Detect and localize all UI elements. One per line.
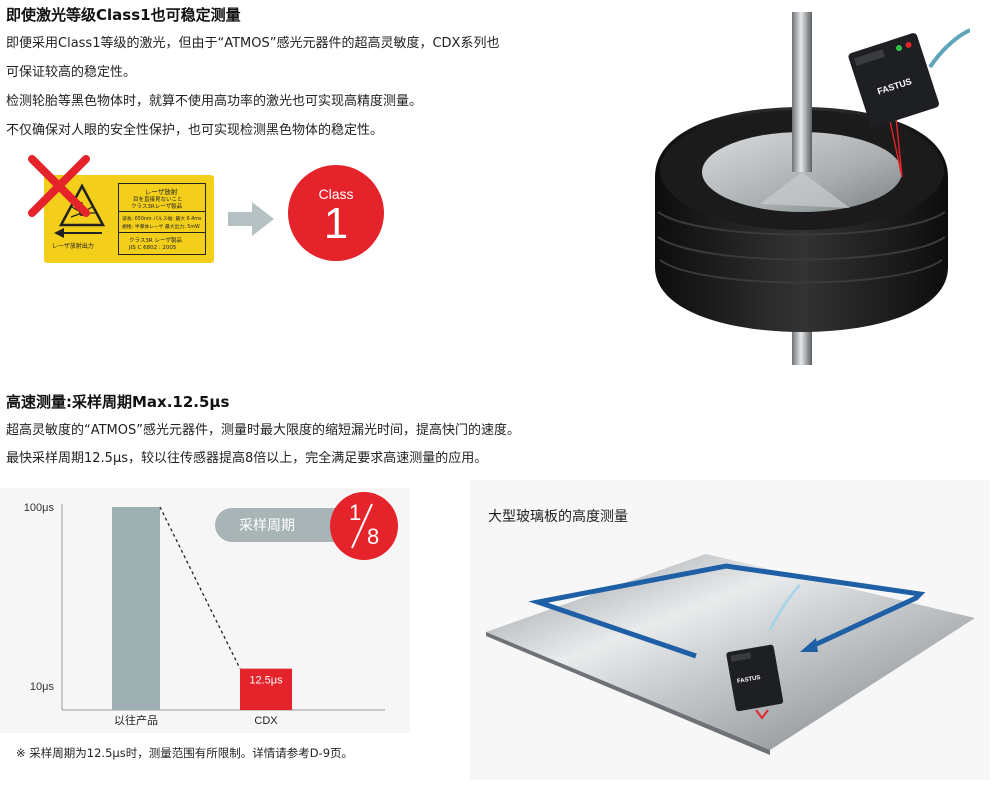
x-tick-label: 以往产品 xyxy=(114,713,158,727)
sensor-cable xyxy=(928,28,970,69)
laser-warning-label: レーザ放射出力 レーザ放射 目を直接見ないこと クラス3Rレーザ製品 波長: 6… xyxy=(44,175,214,263)
footnote: ※ 采样周期为12.5μs时，测量范围有所限制。详情请参考D-9页。 xyxy=(16,746,354,760)
sensor-cable xyxy=(768,583,802,631)
section2-title: 高速测量:采样周期Max.12.5μs xyxy=(6,393,230,411)
ratio-denominator: 8 xyxy=(367,524,380,549)
laser-sensor: FASTUS xyxy=(726,644,784,712)
tire-measurement-illustration: FASTUS xyxy=(655,12,970,365)
class1-badge: Class 1 xyxy=(288,165,384,261)
spec-line-6: クラス3R レーザ製品 xyxy=(129,238,182,244)
sensor-brand: FASTUS xyxy=(737,675,761,685)
laser-spec-box: レーザ放射 目を直接見ないこと クラス3Rレーザ製品 波長: 650nm パルス… xyxy=(118,183,206,255)
spec-line-3: クラス3Rレーザ製品 xyxy=(131,204,183,210)
cross-out-icon xyxy=(28,155,90,217)
ratio-badge: 1 8 xyxy=(330,492,398,560)
left-arrow-icon xyxy=(54,228,102,238)
fraction-slash-icon xyxy=(351,503,373,549)
section2-line-1: 超高灵敏度的“ATMOS”感光元器件，测量时最大限度的缩短漏光时间，提高快门的速… xyxy=(6,423,520,438)
glass-title: 大型玻璃板的高度测量 xyxy=(488,509,628,525)
glass-plate-illustration: FASTUS xyxy=(486,554,975,755)
spec-line-5: 規格: 半導体レーザ 最大出力: 5mW xyxy=(122,225,200,230)
ratio-numerator: 1 xyxy=(349,500,362,525)
x-tick-label: CDX xyxy=(254,715,278,727)
class-word: Class xyxy=(318,186,354,202)
sampling-period-chart: 100μs 10μs 12.5μs 以往产品 CDX xyxy=(24,502,385,727)
spec-line-2: 目を直接見ないこと xyxy=(133,197,183,203)
trend-dashed-line xyxy=(159,506,241,669)
y-tick-label: 100μs xyxy=(24,502,55,514)
right-arrow-icon xyxy=(228,202,274,236)
laser-sensor: FASTUS xyxy=(848,33,939,128)
bar-previous-product xyxy=(112,507,160,710)
spec-line-4: 波長: 650nm パルス幅: 最大 6.4ms xyxy=(122,217,202,222)
bar-cdx xyxy=(240,668,292,710)
class-number: 1 xyxy=(323,199,349,248)
bar-value-label: 12.5μs xyxy=(249,675,283,687)
section1-line-3: 检测轮胎等黑色物体时，就算不使用高功率的激光也可实现高精度测量。 xyxy=(6,94,423,109)
pill-label: 采样周期 xyxy=(239,518,295,534)
laser-output-text: レーザ放射出力 xyxy=(52,243,94,250)
section2-line-2: 最快采样周期12.5μs，较以往传感器提高8倍以上，完全满足要求高速测量的应用。 xyxy=(6,451,488,466)
scan-path xyxy=(528,563,926,659)
path-arrow-icon xyxy=(800,638,818,652)
section1-line-4: 不仅确保对人眼的安全性保护，也可实现检测黑色物体的稳定性。 xyxy=(6,123,384,138)
section1-title: 即使激光等级Class1也可稳定测量 xyxy=(6,6,241,24)
spec-line-7: JIS C 6802 : 2005 xyxy=(129,245,177,251)
spec-line-1: レーザ放射 xyxy=(145,188,178,196)
section1-line-2: 可保证较高的稳定性。 xyxy=(6,65,137,80)
section1-line-1: 即便采用Class1等级的激光，但由于“ATMOS”感光元器件的超高灵敏度，CD… xyxy=(6,36,500,51)
y-tick-label: 10μs xyxy=(30,681,55,693)
